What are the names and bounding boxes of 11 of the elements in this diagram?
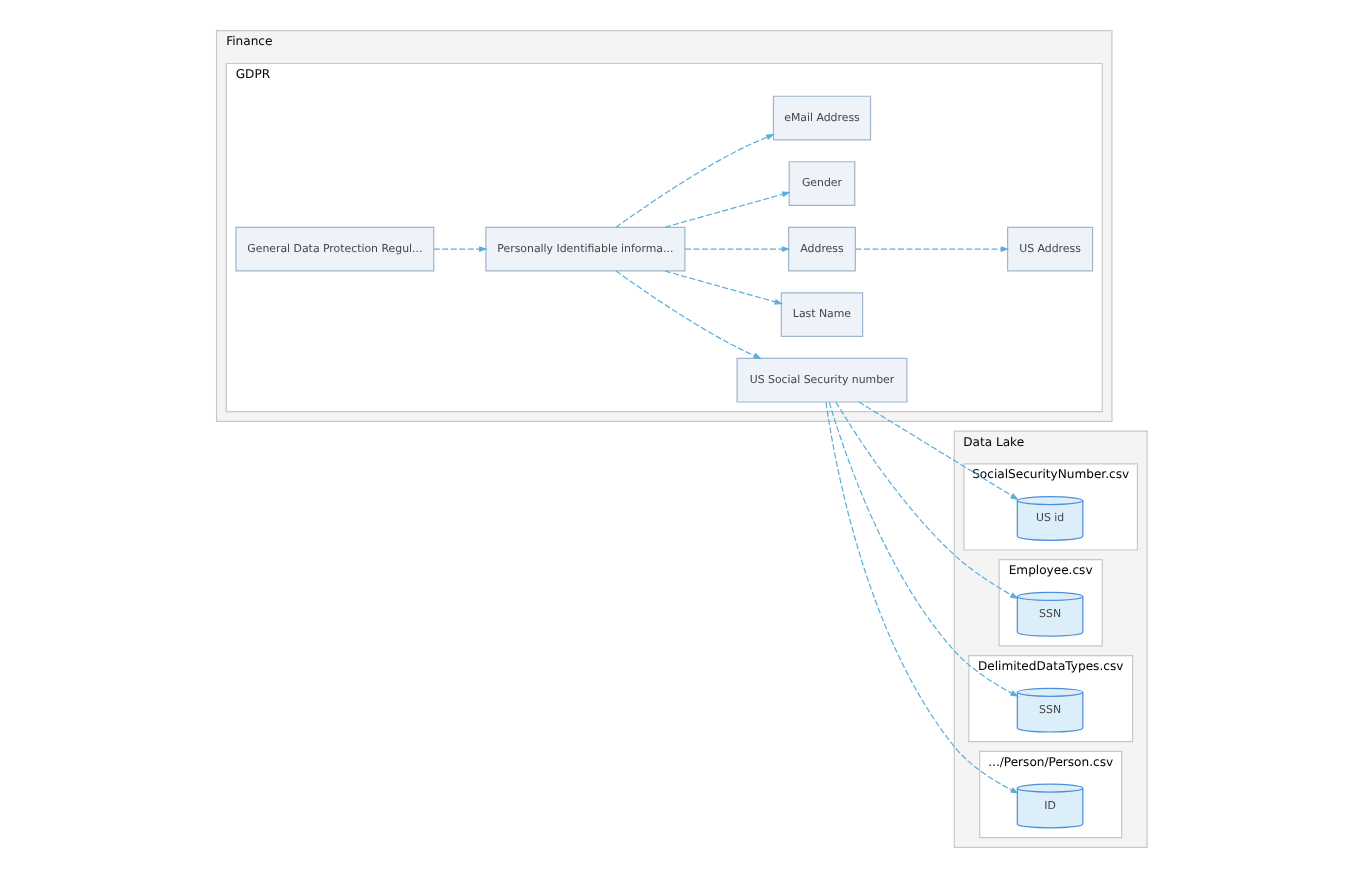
arrow — [834, 401, 1018, 600]
arrow — [857, 401, 1018, 501]
arrow — [824, 401, 1018, 794]
arrow — [614, 134, 774, 228]
arrow — [432, 246, 487, 253]
arrow — [663, 270, 783, 305]
arrow — [827, 401, 1018, 697]
arrow — [663, 191, 790, 228]
arrow — [853, 246, 1009, 253]
arrow — [683, 246, 790, 253]
arrow — [614, 270, 761, 359]
